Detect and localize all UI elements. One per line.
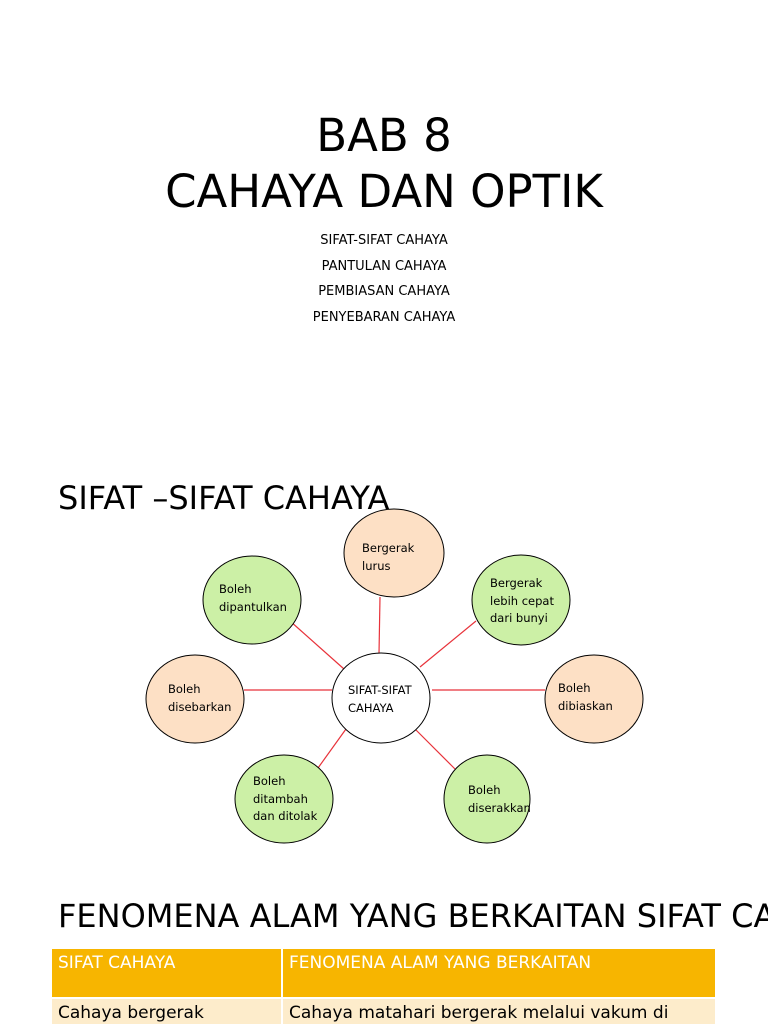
- node-label-line: Boleh: [468, 783, 501, 797]
- node-label-line: dari bunyi: [490, 611, 548, 625]
- topic-item: PENYEBARAN CAHAYA: [312, 310, 456, 325]
- property-node: [202, 555, 302, 645]
- phenomena-table-wrap: SIFAT CAHAYA FENOMENA ALAM YANG BERKAITA…: [52, 949, 717, 1024]
- node-label-line: Bergerak: [362, 541, 415, 555]
- center-node-label: SIFAT-SIFAT CAHAYA: [348, 682, 412, 717]
- node-label-line: CAHAYA: [348, 700, 394, 715]
- cover-slide: BAB 8 CAHAYA DAN OPTIK SIFAT-SIFAT CAHAY…: [0, 0, 768, 440]
- property-node: [343, 508, 445, 598]
- phenomena-slide: FENOMENA ALAM YANG BERKAITAN SIFAT CAHAY…: [0, 860, 768, 1024]
- property-node: [443, 754, 531, 844]
- topic-item: PANTULAN CAHAYA: [321, 259, 447, 274]
- property-node-label: Boleh ditambah dan ditolak: [253, 773, 317, 826]
- connector-line: [317, 728, 347, 769]
- property-node-label: Boleh dipantulkan: [219, 581, 287, 616]
- property-node-label: Boleh dibiaskan: [558, 680, 613, 715]
- chapter-number: BAB 8: [316, 109, 452, 162]
- connector-line: [289, 620, 345, 670]
- property-node-label: Boleh diserakkan: [468, 782, 531, 817]
- mind-map: [145, 508, 644, 844]
- table-header-row: SIFAT CAHAYA FENOMENA ALAM YANG BERKAITA…: [52, 949, 717, 998]
- property-node-label: Bergerak lebih cepat dari bunyi: [490, 575, 554, 628]
- phenomena-table: SIFAT CAHAYA FENOMENA ALAM YANG BERKAITA…: [52, 949, 717, 1024]
- node-label-line: Boleh: [168, 682, 201, 696]
- node-label-line: Boleh: [219, 582, 252, 596]
- node-label-line: ditambah: [253, 791, 308, 806]
- table-cell: Cahaya bergerak: [52, 997, 283, 1024]
- property-node: [145, 654, 245, 744]
- table-row: Cahaya bergerak Cahaya matahari bergerak…: [52, 997, 717, 1024]
- node-label-line: dan ditolak: [253, 809, 318, 823]
- property-node-label: Boleh disebarkan: [168, 681, 231, 716]
- property-node: [544, 654, 644, 744]
- node-label-line: disebarkan: [168, 699, 232, 714]
- node-label-line: lebih cepat: [490, 593, 554, 608]
- section-heading: SIFAT –SIFAT CAHAYA: [58, 479, 390, 517]
- topic-item: PEMBIASAN CAHAYA: [318, 284, 450, 299]
- node-label-line: diserakkan: [468, 800, 531, 815]
- property-node-label: Bergerak lurus: [362, 540, 414, 575]
- node-label-line: lurus: [362, 558, 391, 573]
- node-label-line: Boleh: [253, 774, 286, 788]
- table-cell: Cahaya matahari bergerak melalui vakum d…: [282, 997, 717, 1024]
- connector-line: [378, 596, 381, 655]
- column-header: FENOMENA ALAM YANG BERKAITAN: [282, 949, 717, 998]
- center-node: [331, 652, 431, 744]
- connector-line: [414, 728, 456, 770]
- connector-line: [419, 620, 477, 668]
- chapter-title: CAHAYA DAN OPTIK: [165, 165, 603, 218]
- node-label-line: Bergerak: [490, 576, 543, 590]
- property-node: [471, 554, 571, 646]
- column-header: SIFAT CAHAYA: [52, 949, 283, 998]
- node-label-line: dibiaskan: [558, 698, 613, 713]
- node-label-line: Boleh: [558, 681, 591, 695]
- section-heading: FENOMENA ALAM YANG BERKAITAN SIFAT CAHAY…: [58, 897, 768, 935]
- property-node: [234, 754, 334, 844]
- node-label-line: dipantulkan: [219, 599, 287, 614]
- topic-item: SIFAT-SIFAT CAHAYA: [320, 233, 448, 248]
- node-label-line: SIFAT-SIFAT: [348, 683, 412, 697]
